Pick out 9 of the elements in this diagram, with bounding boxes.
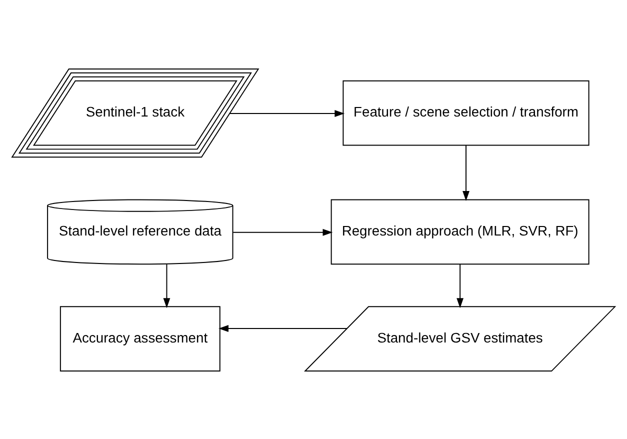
arrow bbox=[230, 110, 345, 116]
node-box: Accuracy assessment bbox=[60, 306, 220, 372]
arrow bbox=[163, 263, 170, 308]
arrow bbox=[218, 324, 348, 332]
arrow bbox=[462, 144, 470, 200]
arrow bbox=[456, 263, 464, 308]
node-box: Feature / scene selection / transform bbox=[342, 80, 590, 146]
node-box: Regression approach (MLR, SVR, RF) bbox=[330, 198, 590, 264]
arrow bbox=[232, 228, 333, 236]
